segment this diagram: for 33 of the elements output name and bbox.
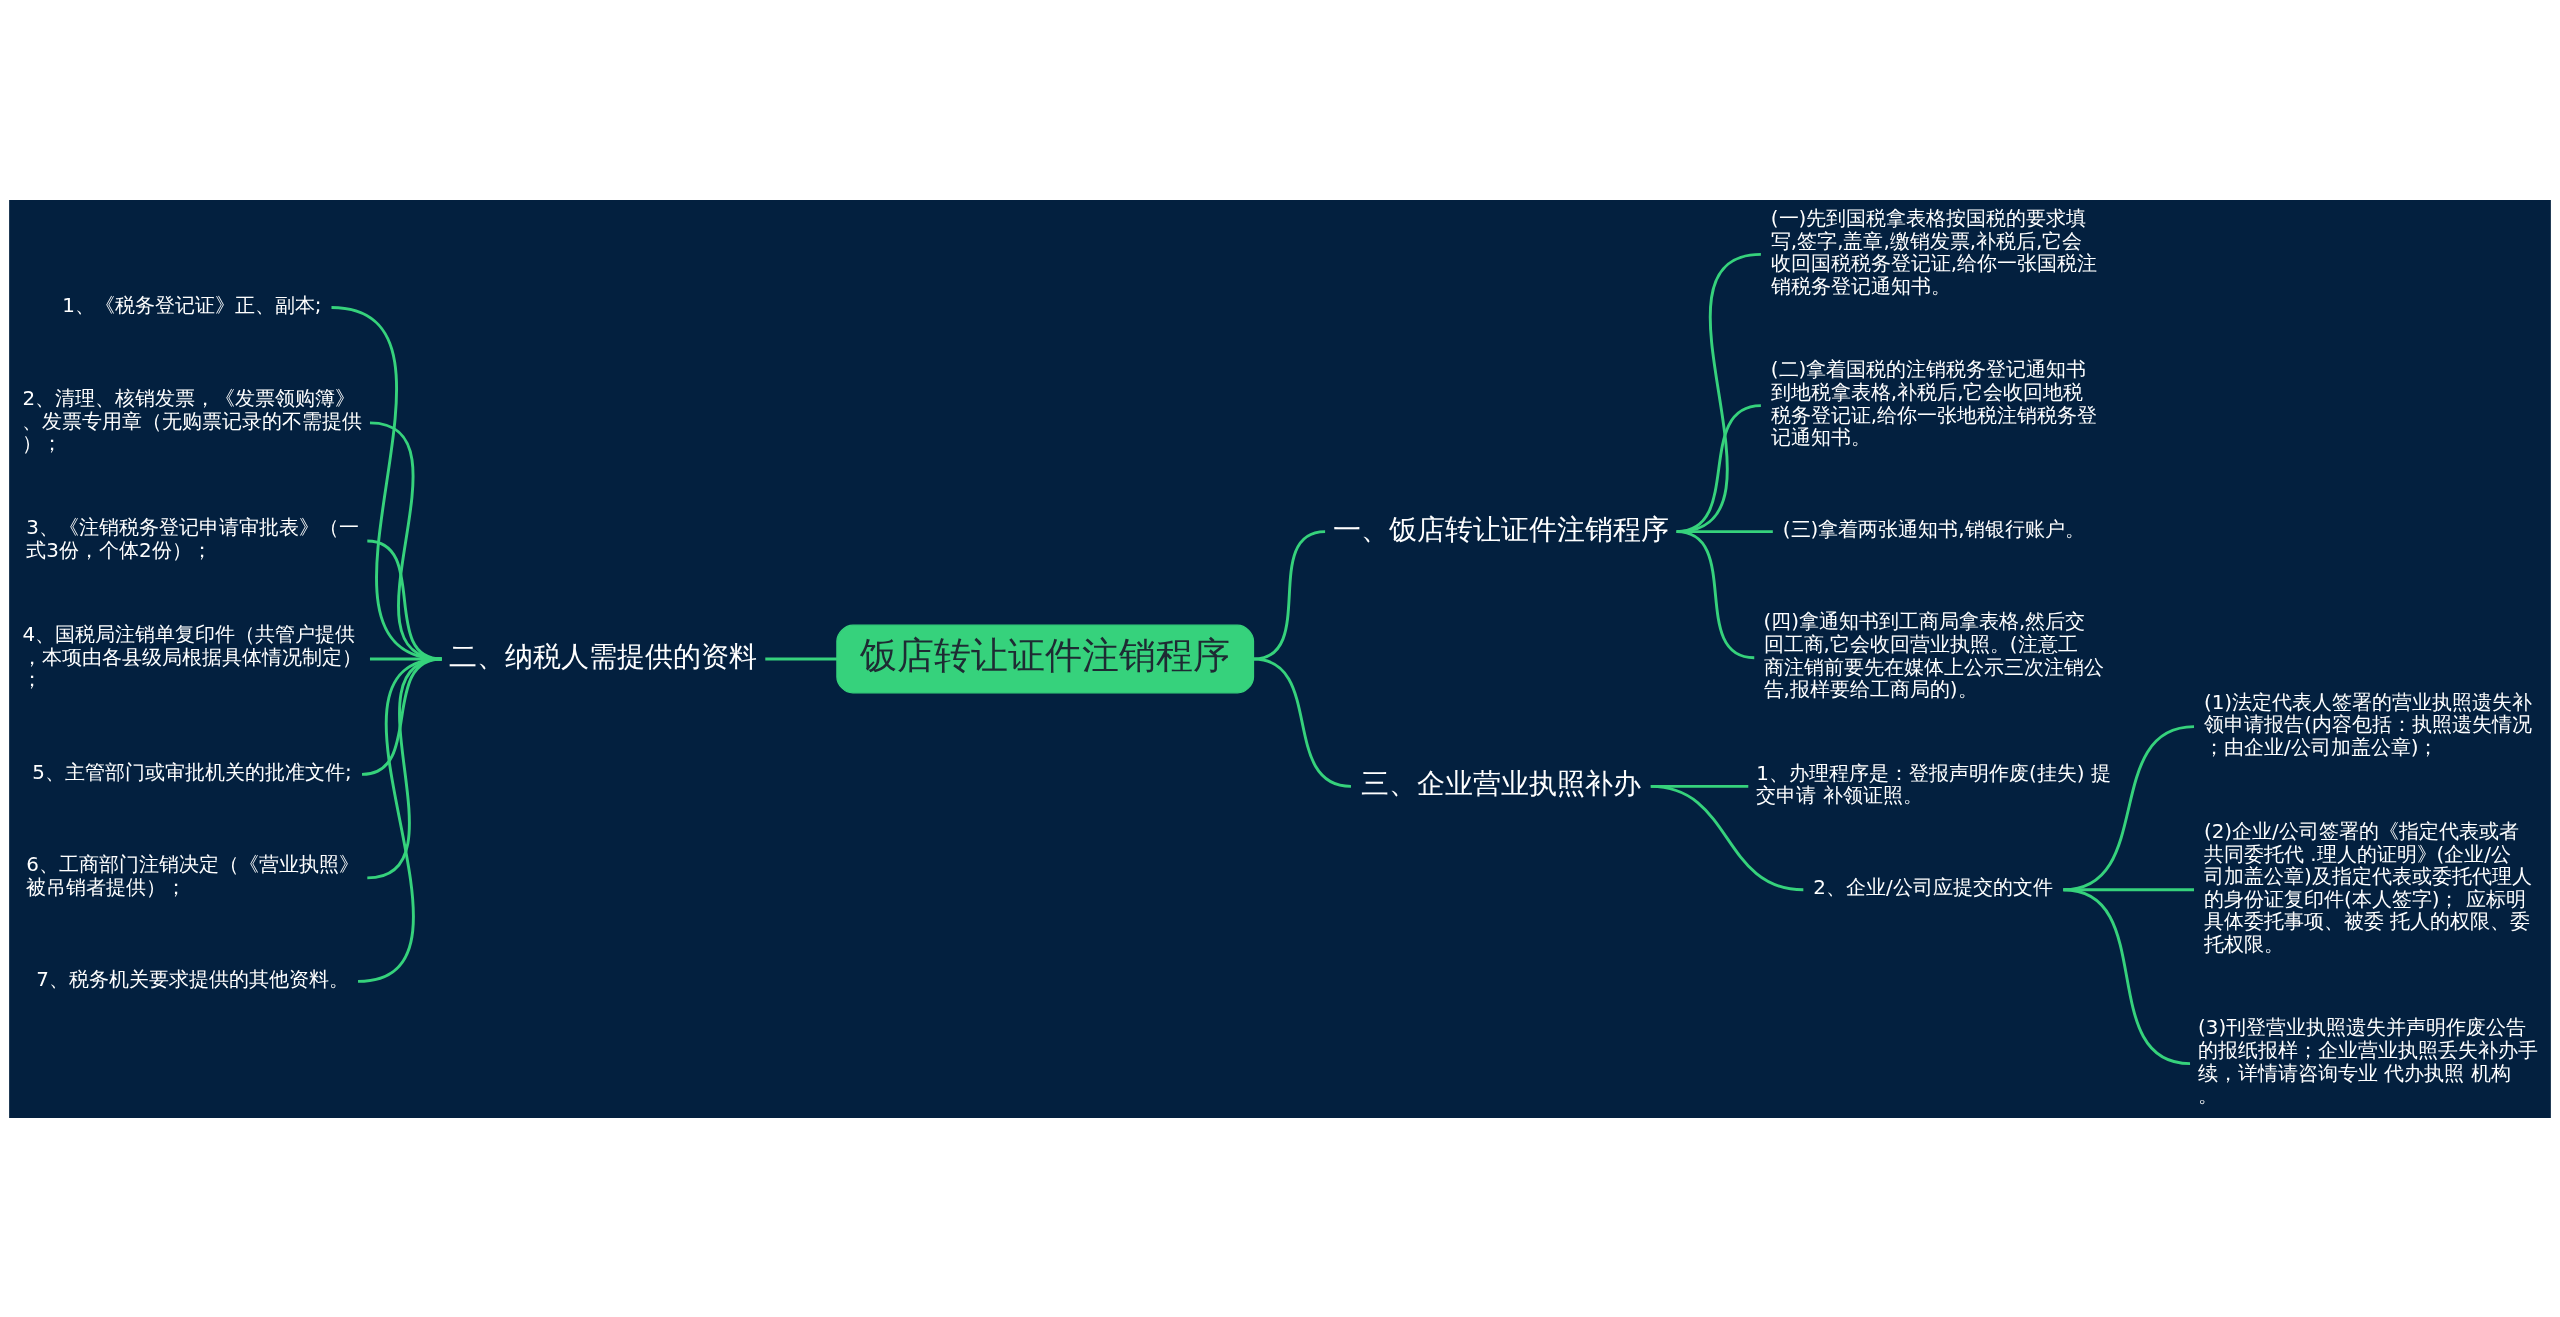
- node-text: 1、《税务登记证》正、副本;: [62, 293, 322, 317]
- connector: [2063, 887, 2194, 891]
- node-text: (三)拿着两张通知书,销银行账户。: [1782, 517, 2085, 541]
- node-text: (3)刊登营业执照遗失并声明作废公告的报纸报样；企业营业执照丢失补办手续，详情请咨询专业 代办执照 机构。: [2198, 1015, 2538, 1107]
- node-text: 5、主管部门或审批机关的批准文件;: [32, 760, 352, 784]
- connector: [367, 539, 442, 660]
- node-text: 7、税务机关要求提供的其他资料。: [36, 967, 349, 991]
- connector: [2063, 724, 2195, 891]
- connector: [765, 657, 837, 660]
- node-text: (2)企业/公司签署的《指定代表或者共同委托代 .理人的证明》(企业/公司加盖公章)及指定代表或委托代理人的身份证复印件(本人签字)； 应标明具体委托事项、被委 托人的权限、委托权限。: [2203, 819, 2532, 956]
- node-text: 2、企业/公司应提交的文件: [1813, 875, 2053, 899]
- node-text: (二)拿着国税的注销税务登记通知书到地税拿表格,补税后,它会收回地税税务登记证,给你一张地税注销税务登记通知书。: [1770, 357, 2098, 449]
- node-text: 4、国税局注销单复印件（共管户提供，本项由各县级局根据具体情况制定）；: [22, 622, 363, 691]
- connector: [367, 657, 442, 879]
- node-text: (四)拿通知书到工商局拿表格,然后交回工商,它会收回营业执照。(注意工商注销前要先在媒体上公示三次注销公告,报样要给工商局的)。: [1763, 609, 2104, 701]
- connector: [369, 420, 442, 660]
- node-text: 1、办理程序是：登报声明作废(挂失) 提交申请 补领证照。: [1756, 761, 2111, 807]
- connector: [2063, 887, 2191, 1065]
- connector: [1253, 529, 1326, 660]
- connector: [1253, 657, 1352, 788]
- node-text: (1)法定代表人签署的营业执照遗失补领申请报告(内容包括：执照遗失情况；由企业/公司加盖公章)；: [2203, 690, 2533, 759]
- node-text: 2、清理、核销发票，《发票领购簿》、发票专用章（无购票记录的不需提供）；: [22, 386, 363, 455]
- connector: [1676, 529, 1755, 659]
- connector: [331, 305, 442, 660]
- connector: [1650, 784, 1804, 891]
- connector: [357, 657, 442, 983]
- node-text: 三、企业营业执照补办: [1360, 766, 1641, 800]
- node-text: (一)先到国税拿表格按国税的要求填写,签字,盖章,缴销发票,补税后,它会收回国税税务登记证,给你一张国税注销税务登记通知书。: [1770, 206, 2098, 298]
- node-box: 饭店转让证件注销程序: [836, 624, 1255, 693]
- node-text: 6、工商部门注销决定（《营业执照》被吊销者提供）；: [26, 852, 360, 899]
- node-text: 一、饭店转让证件注销程序: [1332, 512, 1669, 546]
- node-text: 二、纳税人需提供的资料: [449, 639, 758, 673]
- node-text: 3、《注销税务登记申请审批表》（一式3份，个体2份）；: [26, 515, 360, 562]
